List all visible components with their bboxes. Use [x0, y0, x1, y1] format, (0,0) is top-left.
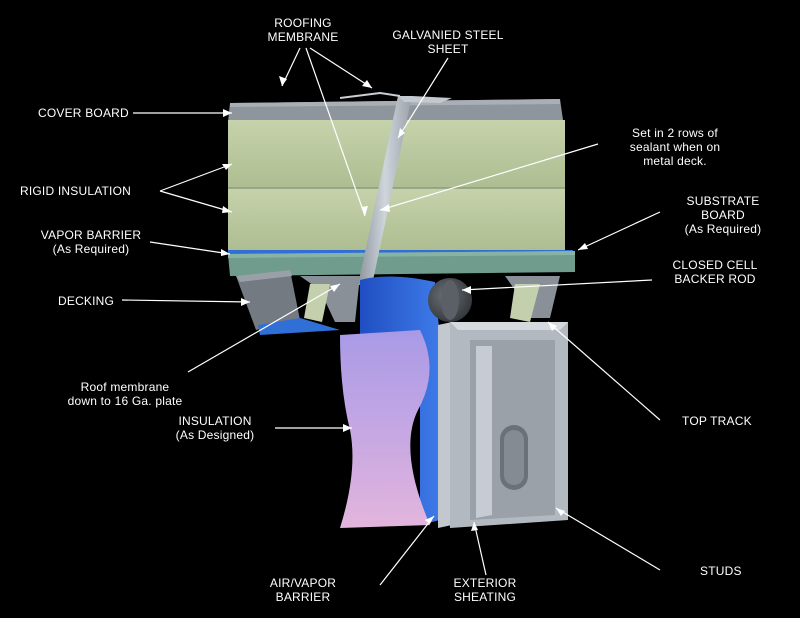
insulation-label: INSULATION(As Designed) — [175, 414, 255, 442]
rigid-insulation-label: RIGID INSULATION — [20, 184, 131, 198]
batt-insulation — [340, 330, 430, 528]
decking-label: DECKING — [58, 294, 115, 308]
steel-stud — [450, 322, 568, 528]
cover-board-label: COVER BOARD — [38, 106, 129, 120]
galvanized-steel-sheet — [339, 91, 452, 285]
vapor-barrier-label: VAPOR BARRIER(As Required) — [40, 228, 142, 256]
top-track-label: TOP TRACK — [682, 414, 752, 428]
studs-label: STUDS — [700, 564, 742, 578]
exterior-sheathing — [438, 322, 452, 528]
leader-arrowheads — [221, 76, 588, 531]
substrate-board — [228, 251, 575, 276]
leader-lines — [121, 47, 661, 586]
backer-rod-end — [441, 280, 459, 320]
